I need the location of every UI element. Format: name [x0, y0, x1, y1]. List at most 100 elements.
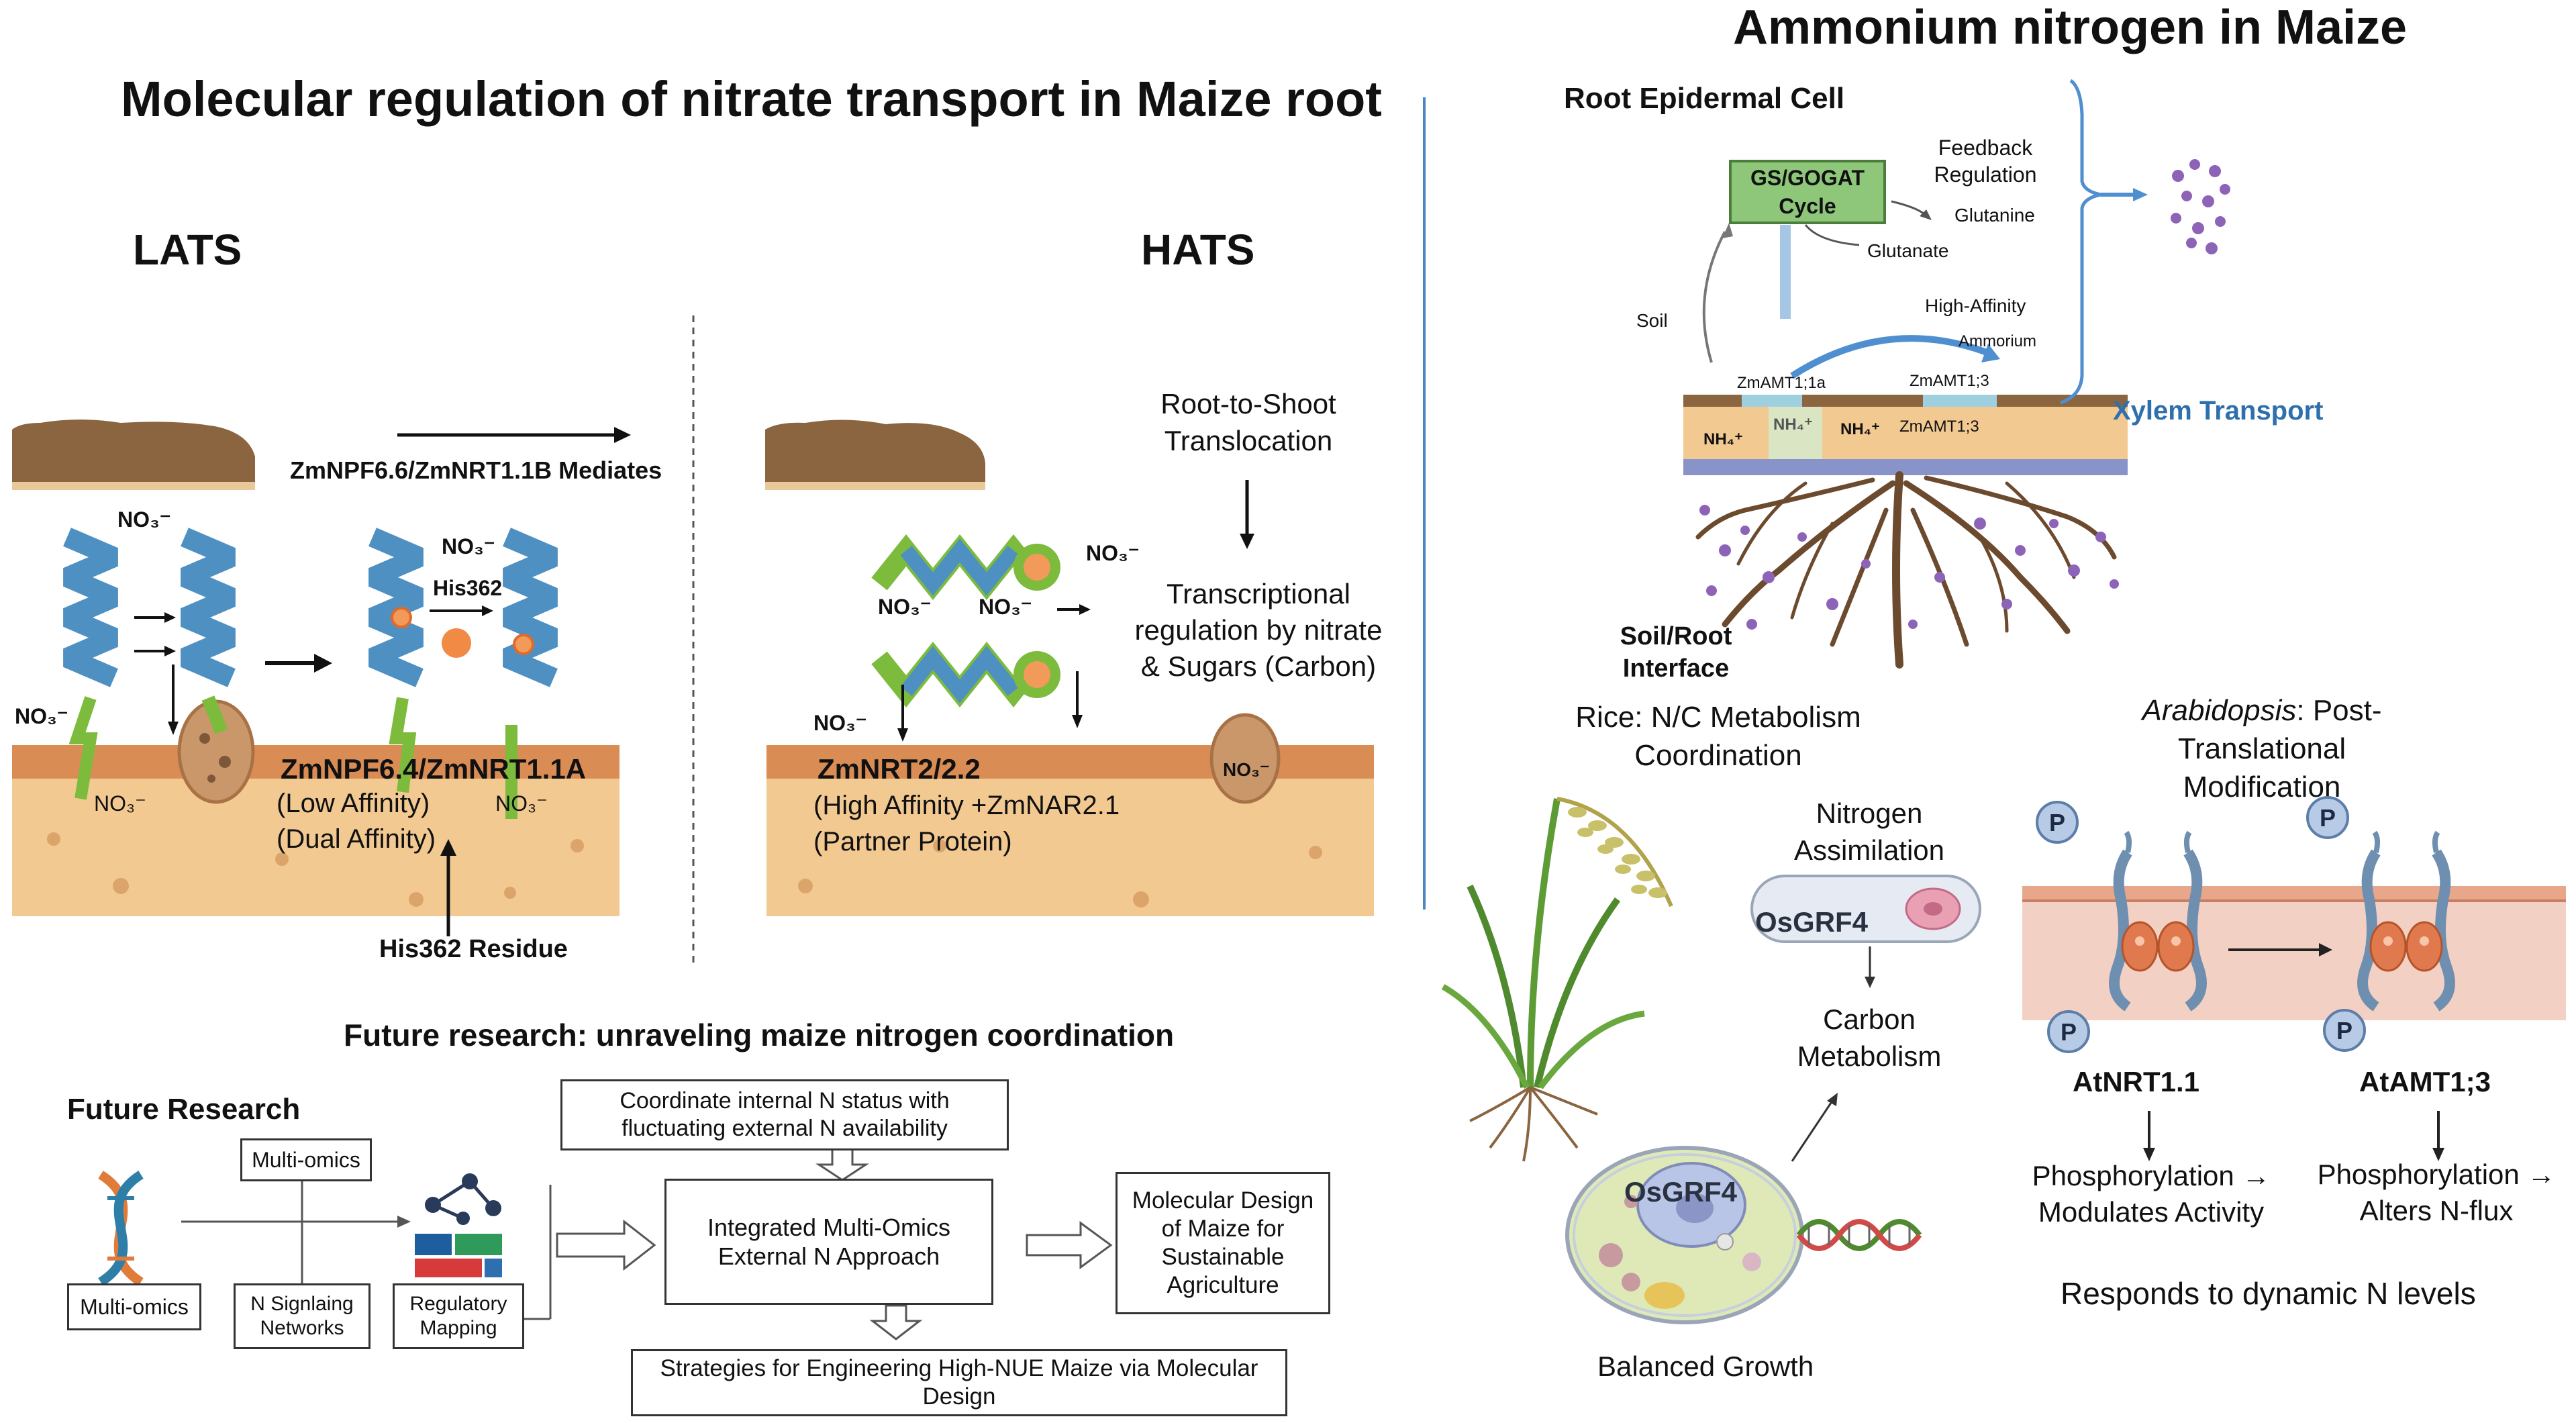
epidermis-membrane — [1683, 459, 2128, 475]
lats-no3-label-c: NO₃⁻ — [15, 704, 68, 728]
phosphate-label-4: P — [2336, 1017, 2352, 1044]
lats-dual-affinity: (Dual Affinity) — [277, 824, 436, 854]
feedback-regulation-label: Feedback Regulation — [1934, 136, 2037, 187]
root-to-shoot-label: Root-to-Shoot Translocation — [1160, 388, 1336, 456]
nitrate-transport-illustration — [12, 315, 1374, 967]
lats-transporter-label: ZmNPF6.4/ZmNRT1.1A — [281, 753, 587, 785]
exported-ammonium-particles — [2171, 159, 2230, 254]
regulatory-mapping-box: Regulatory Mapping — [393, 1283, 524, 1349]
future-research-label: Future Research — [67, 1093, 301, 1126]
arabidopsis-title-rest: : Post-Translational Modification — [2177, 694, 2382, 804]
lats-low-affinity: (Low Affinity) — [277, 789, 430, 818]
hats-no3-label-c: NO₃⁻ — [979, 595, 1032, 619]
molecular-design-box: Molecular Design of Maize for Sustainabl… — [1116, 1172, 1330, 1314]
ammonium-uptake-illustration — [1683, 79, 2230, 669]
transcriptional-regulation-label: Transcriptional regulation by nitrate & … — [1134, 578, 1383, 682]
ammonium-label: Ammorium — [1959, 332, 2037, 350]
coordinate-n-status-box: Coordinate internal N status with fluctu… — [560, 1079, 1009, 1150]
lats-helix-2 — [181, 528, 236, 734]
gs-gogat-label: GS/GOGAT Cycle — [1750, 166, 1865, 218]
lats-membrane — [12, 745, 620, 779]
multiomics-box-top: Multi-omics — [240, 1138, 372, 1181]
membrane-vesicle-hats — [1209, 713, 1281, 804]
soil-label: Soil — [1636, 310, 1668, 331]
lats-mediates-label: ZmNPF6.6/ZmNRT1.1B Mediates — [290, 456, 662, 484]
phosphate-label-3: P — [2061, 1018, 2077, 1046]
strategies-box: Strategies for Engineering High-NUE Maiz… — [631, 1349, 1287, 1416]
balanced-growth-label: Balanced Growth — [1597, 1351, 1814, 1382]
future-research-flow — [98, 1148, 1113, 1340]
hats-helix-lower — [871, 641, 1060, 708]
hollow-arrow-down-top — [815, 1148, 870, 1181]
hats-high-affinity: (High Affinity +ZmNAR2.1 — [813, 791, 1120, 820]
osgrf4-label-cell: OsGRF4 — [1624, 1176, 1738, 1208]
arabidopsis-membrane-band — [2022, 886, 2566, 1020]
dna-helix-icon — [1796, 1219, 1922, 1251]
glutanate-label: Glutanate — [1867, 240, 1949, 261]
hats-no3-label-e: NO₃⁻ — [1223, 759, 1270, 780]
integrated-approach-box: Integrated Multi-Omics External N Approa… — [664, 1179, 993, 1305]
lats-heading: LATS — [133, 226, 242, 274]
phosphorylation-a-line1: Phosphorylation → — [2032, 1160, 2271, 1191]
epidermis-cell-layer — [1683, 407, 2128, 459]
hollow-arrow-down-bottom — [869, 1304, 923, 1340]
lats-helix-4 — [503, 528, 558, 819]
right-panel: Ammonium nitrogen in Maize Root Epiderma… — [1430, 0, 2576, 1423]
amt-label-a: ZmAMT1;1a — [1737, 374, 1826, 392]
phosphorylation-b-line1: Phosphorylation → — [2317, 1159, 2556, 1190]
osgrf4-label-top: OsGRF4 — [1755, 906, 1869, 938]
arabidopsis-arrows — [2143, 1111, 2444, 1161]
hats-no3-label-a: NO₃⁻ — [1086, 541, 1140, 565]
signaling-networks-box: N Signlaing Networks — [234, 1283, 370, 1349]
responds-label: Responds to dynamic N levels — [2061, 1276, 2476, 1311]
lats-no3-label-e: NO₃⁻ — [495, 791, 548, 816]
nh4-label-a: NH₄⁺ — [1703, 430, 1743, 448]
hats-helix-upper — [871, 534, 1060, 601]
multiomics-box-bottom: Multi-omics — [67, 1283, 201, 1330]
hollow-arrow-to-integrated — [556, 1219, 656, 1271]
his362-label: His362 — [433, 576, 503, 600]
plant-cell-icon — [1565, 1146, 1804, 1324]
atnrt-transporter-icon — [2109, 830, 2207, 1012]
lats-no3-label-a: NO₃⁻ — [117, 507, 171, 532]
hats-partner-protein: (Partner Protein) — [813, 827, 1012, 856]
right-title: Ammonium nitrogen in Maize — [1733, 1, 2408, 54]
nh4-label-c: NH₄⁺ — [1840, 420, 1880, 438]
arabidopsis-title: Arabidopsis: Post-Translational Modifica… — [2101, 691, 2423, 807]
lats-no3-label-d: NO₃⁻ — [94, 791, 146, 816]
root-epidermal-label: Root Epidermal Cell — [1564, 82, 1845, 115]
phosphorylation-b-line2: Alters N-flux — [2359, 1195, 2514, 1226]
xylem-bracket — [2060, 79, 2101, 405]
root-system — [1695, 471, 2117, 669]
lats-helix-3 — [368, 528, 424, 793]
phosphate-label-2: P — [2320, 804, 2336, 832]
rice-title: Rice: N/C Metabolism Coordination — [1575, 701, 1861, 773]
his362-sphere — [442, 628, 471, 658]
hats-no3-label-d: NO₃⁻ — [813, 711, 867, 735]
phosphorylation-a-line2: Modulates Activity — [2038, 1196, 2265, 1228]
carbon-metabolism-label: Carbon Metabolism — [1797, 1003, 1942, 1072]
hats-cell-interior — [766, 779, 1374, 916]
dna-icon — [98, 1171, 144, 1286]
phosphate-icon-3 — [2047, 1010, 2090, 1053]
hats-heading: HATS — [1141, 226, 1255, 274]
hollow-arrow-to-design — [1026, 1221, 1113, 1269]
glutanine-label: Glutanine — [1954, 205, 2035, 226]
phosphate-icon-2 — [2306, 796, 2349, 839]
phosphate-label-1: P — [2049, 809, 2065, 836]
lats-helix-1 — [63, 528, 118, 800]
panel-divider — [1423, 97, 1426, 910]
left-title: Molecular regulation of nitrate transpor… — [121, 71, 1382, 127]
atamt-transporter-icon — [2357, 830, 2455, 1012]
phosphate-icon-1 — [2036, 801, 2079, 844]
soil-clod-hats — [765, 420, 985, 485]
phosphate-icon-4 — [2323, 1009, 2366, 1052]
rice-plant-icon — [1441, 797, 1673, 1162]
hats-transporter-label: ZmNRT2/2.2 — [818, 753, 981, 785]
arabidopsis-title-italic: Arabidopsis — [2142, 694, 2297, 727]
amt-label-b: ZmAMT1;3 — [1910, 372, 1989, 390]
left-panel: Molecular regulation of nitrate transpor… — [12, 71, 1383, 1416]
lats-no3-label-b: NO₃⁻ — [442, 534, 495, 558]
his362-residue-label: His362 Residue — [379, 935, 568, 963]
soil-root-interface-label: Soil/Root Interface — [1620, 622, 1732, 683]
